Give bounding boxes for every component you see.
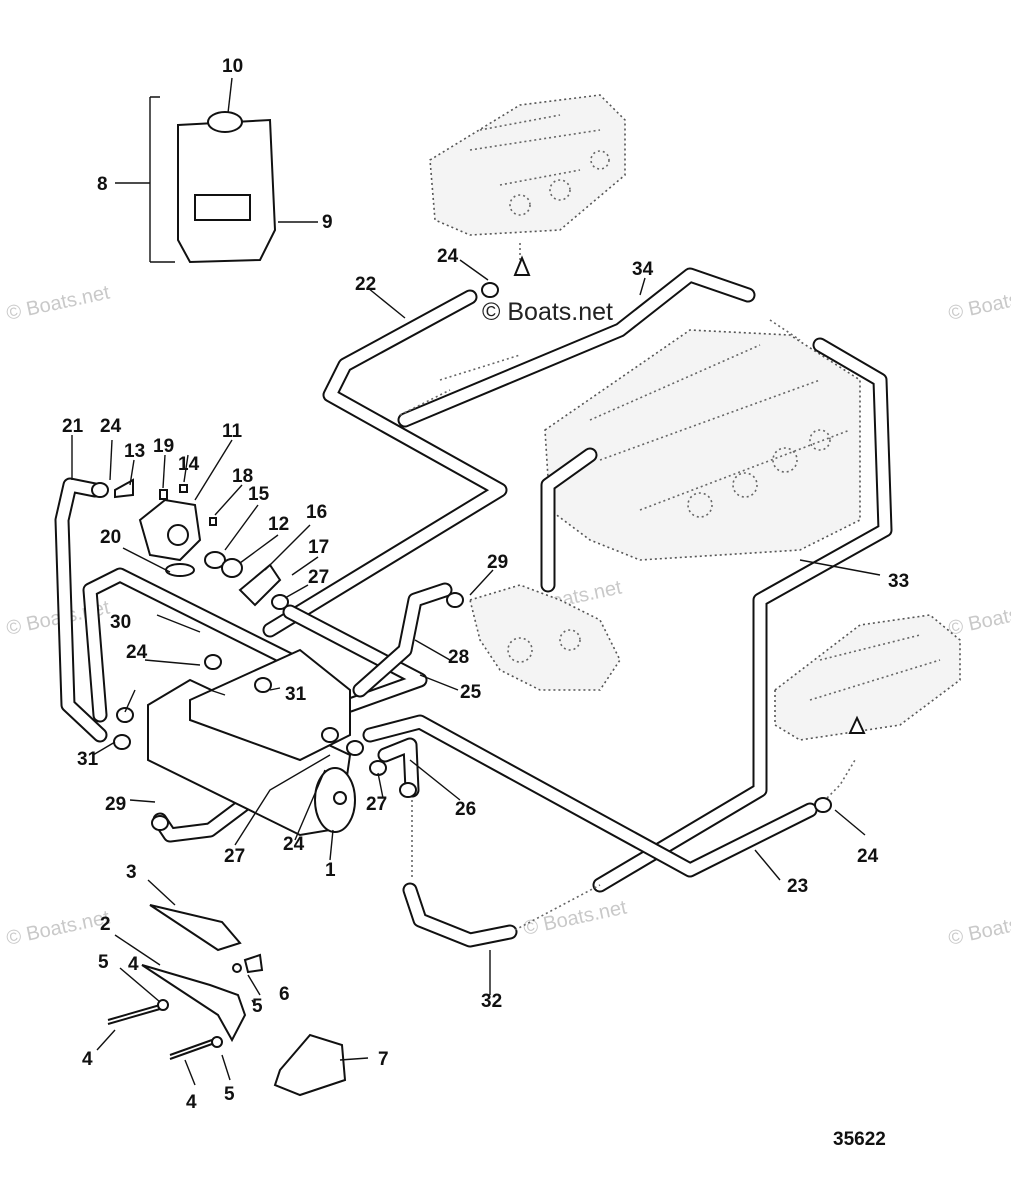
callout-29: 29 <box>487 552 508 573</box>
callout-5: 5 <box>224 1084 235 1105</box>
hose-clamp <box>321 727 339 743</box>
hose-clamp <box>204 654 222 670</box>
watermark-text: © Boats.net <box>4 906 112 949</box>
hose-clamp <box>151 815 169 831</box>
callout-1: 1 <box>325 860 336 881</box>
hose-clamp <box>346 740 364 756</box>
water-pump <box>469 584 621 691</box>
callout-3: 3 <box>126 862 137 883</box>
callout-10: 10 <box>222 56 243 77</box>
callout-20: 20 <box>100 527 121 548</box>
callout-15: 15 <box>248 484 270 505</box>
watermark-text: © Boats.net <box>956 0 1011 5</box>
callout-11: 11 <box>222 421 243 442</box>
callout-13: 13 <box>124 441 145 462</box>
watermark-text: © Boats.net <box>946 281 1011 324</box>
callout-14: 14 <box>178 454 200 475</box>
callout-16: 16 <box>306 502 327 523</box>
watermark-text: © Boats.net <box>496 0 604 5</box>
thermostat-housing <box>114 478 282 607</box>
callout-28: 28 <box>448 647 469 668</box>
callout-31: 31 <box>285 684 307 705</box>
hose-clamp <box>481 282 499 298</box>
callout-18: 18 <box>232 466 253 487</box>
callout-12: 12 <box>268 514 289 535</box>
engine-block <box>544 329 861 561</box>
callout-6: 6 <box>279 984 290 1005</box>
engine-exhaust-manifold-bottom <box>774 614 961 741</box>
copyright-notice: © Boats.net <box>482 298 613 326</box>
callout-27: 27 <box>224 846 245 867</box>
callout-4: 4 <box>82 1049 93 1070</box>
callout-4: 4 <box>128 954 139 975</box>
hose-clamp <box>113 734 131 750</box>
hose-clamp <box>254 677 272 693</box>
callout-2: 2 <box>100 914 111 935</box>
diagram-number: 35622 <box>833 1129 886 1150</box>
callout-4: 4 <box>186 1092 197 1113</box>
mounting-hardware <box>107 904 347 1097</box>
callout-24: 24 <box>126 642 148 663</box>
heat-exchanger <box>147 648 356 837</box>
callout-27: 27 <box>308 567 329 588</box>
hose-clamp <box>399 782 417 798</box>
watermark-text: © Boats.net <box>946 906 1011 949</box>
hose-clamp <box>116 707 134 723</box>
callout-33: 33 <box>888 571 909 592</box>
hose-clamp <box>814 797 832 813</box>
callout-19: 19 <box>153 436 174 457</box>
watermark-text: © Boats.net <box>4 281 112 324</box>
hose-clamp <box>271 594 289 610</box>
callout-27: 27 <box>366 794 387 815</box>
callout-24: 24 <box>857 846 879 867</box>
flow-arrows <box>513 255 866 734</box>
callout-30: 30 <box>110 612 131 633</box>
callout-5: 5 <box>98 952 109 973</box>
watermark-text: © Boats.net <box>946 596 1011 639</box>
callout-9: 9 <box>322 212 333 233</box>
callout-23: 23 <box>787 876 808 897</box>
callout-26: 26 <box>455 799 476 820</box>
callout-34: 34 <box>632 259 654 280</box>
callout-17: 17 <box>308 537 329 558</box>
callout-24: 24 <box>100 416 122 437</box>
callout-32: 32 <box>481 991 502 1012</box>
leader-lines <box>71 77 881 1086</box>
callout-29: 29 <box>105 794 126 815</box>
callout-5: 5 <box>252 996 263 1017</box>
callout-8: 8 <box>97 174 108 195</box>
callout-24: 24 <box>437 246 459 267</box>
engine-exhaust-manifold-top <box>429 94 626 236</box>
callout-7: 7 <box>378 1049 389 1070</box>
hose-clamp <box>369 760 387 776</box>
hose-clamp <box>91 482 109 498</box>
hose-clamp <box>446 592 464 608</box>
callout-24: 24 <box>283 834 305 855</box>
callout-22: 22 <box>355 274 376 295</box>
callout-25: 25 <box>460 682 482 703</box>
callout-21: 21 <box>62 416 84 437</box>
hose-clamps <box>91 282 832 831</box>
callout-31: 31 <box>77 749 99 770</box>
coolant-reservoir <box>149 96 277 264</box>
